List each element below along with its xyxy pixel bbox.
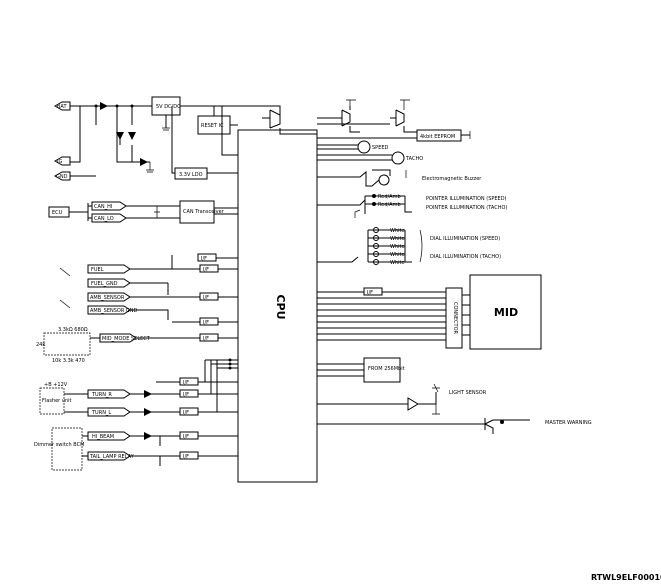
mid-mode-switch-box: [43, 332, 91, 356]
can-lo-label: CAN_LO: [94, 216, 114, 222]
dimmer-box: [51, 427, 83, 471]
flasher-box: [39, 387, 65, 415]
if-tail: I/F: [183, 454, 189, 460]
if-mid-mode: I/F: [203, 336, 209, 342]
buzzer: [378, 174, 390, 186]
flasher-label: Flasher unit: [42, 398, 72, 404]
bulb-label-5: White: [390, 260, 405, 266]
dial-illumination: White White White White White DIAL ILLUM…: [317, 227, 501, 266]
ig-label: IG: [57, 159, 62, 165]
fuel-gnd-label: FUEL_GND: [91, 281, 118, 287]
speed-motor: [357, 140, 371, 154]
turn-r-label: TURN_R: [91, 392, 112, 398]
if-turn-3: I/F: [183, 380, 189, 386]
amb-gnd-label: AMB_SENSOR GND: [90, 308, 138, 314]
turn-r-arrow: [87, 389, 131, 399]
bulb-label-3: White: [390, 244, 405, 250]
amb-gnd-arrow: [87, 305, 131, 315]
tacho-label: TACHO: [405, 156, 423, 162]
bulb-label-4: White: [390, 252, 405, 258]
dimmer-label: Dimmer switch BCM: [34, 442, 84, 448]
cpu-block: [237, 129, 318, 483]
ecu-label: ECU: [52, 210, 63, 216]
ecu-terminal: ECU: [48, 206, 70, 218]
fuel-arrow: [87, 264, 131, 274]
mid-label: MID: [494, 306, 518, 319]
reference-code: RTWL9ELF000101: [591, 573, 661, 582]
amb-sensor-label: AMB_SENSOR: [90, 295, 125, 301]
from-label: FROM 256Mbit: [368, 366, 405, 372]
mid-mode-label: MID_MODE SELECT: [102, 336, 151, 342]
fuel-gnd-arrow: [87, 278, 131, 288]
res-values: 3.3kΩ 680Ω: [58, 327, 88, 333]
pointer-tacho-label: POINTER ILLUMINATION (TACHO): [426, 205, 507, 211]
plus-12v-label: +B +12V: [44, 382, 68, 388]
eeprom-label: 4kbit EEPROM: [420, 134, 455, 140]
dcdc-label: 5V DC/DC: [156, 104, 181, 110]
mid-mode-arrow: [99, 333, 137, 343]
gnd-terminal: GND: [53, 171, 71, 181]
can-hi-label: CAN_HI: [94, 204, 112, 210]
bulb-label-2: White: [390, 236, 405, 242]
v24-label: 24k: [36, 342, 45, 348]
tail-lamp-arrow: [87, 451, 131, 461]
if-turn-r: I/F: [183, 392, 189, 398]
amb-sensor-arrow: [87, 292, 131, 302]
pointer-illumination: Red/Amb Red/Amb POINTER ILLUMINATION (SP…: [317, 194, 507, 218]
hi-beam-arrow: [87, 431, 131, 441]
dial-tacho-label: DIAL ILLUMINATION (TACHO): [430, 254, 501, 260]
speed-label: SPEED: [372, 145, 389, 151]
can-lo-arrow: [91, 213, 127, 223]
if-mid-mode-2: I/F: [203, 320, 209, 326]
bat-terminal: BAT: [53, 101, 71, 111]
res-values-2: 10k 3.3k 470: [52, 358, 85, 364]
bulb-label-1: White: [390, 228, 405, 234]
hi-beam-label: HI_BEAM: [92, 434, 114, 440]
mid-block: [469, 274, 542, 350]
can-hi-arrow: [91, 201, 127, 211]
tail-lamp-label: TAIL_LAMP RELAY: [89, 454, 135, 460]
if-amb: I/F: [203, 295, 209, 301]
can-transceiver-label: CAN Transceiver: [183, 209, 225, 215]
led-label-1: Red/Amb: [378, 194, 401, 200]
if-hi-beam: I/F: [183, 434, 189, 440]
if-turn-l: I/F: [183, 410, 189, 416]
if-mid: I/F: [367, 290, 373, 296]
connector-block: [445, 287, 463, 349]
led-label-2: Red/Amb: [378, 202, 401, 208]
connector-label: CONNECTOR: [452, 302, 458, 335]
master-warning-label: MASTER WARNING: [545, 420, 592, 426]
pointer-speed-label: POINTER ILLUMINATION (SPEED): [426, 196, 507, 202]
buzzer-label: Electromagnetic Buzzer: [422, 176, 482, 182]
if-fuel: I/F: [203, 267, 209, 273]
tacho-motor: [391, 151, 405, 165]
ldo-label: 3.3V LDO: [179, 172, 203, 178]
turn-l-label: TURN_L: [91, 410, 111, 416]
bat-label: BAT: [57, 104, 67, 110]
reset-ic-label: RESET IC: [201, 123, 224, 129]
dial-speed-label: DIAL ILLUMINATION (SPEED): [430, 236, 500, 242]
fuel-label: FUEL: [91, 267, 104, 273]
light-sensor-label: LIGHT SENSOR: [449, 390, 487, 396]
if-fuel-2: I/F: [201, 256, 207, 262]
can-transceiver-block: [179, 200, 215, 224]
turn-l-arrow: [87, 407, 131, 417]
gnd-label: GND: [56, 174, 68, 180]
ig-terminal: IG: [53, 156, 71, 166]
cpu-label: CPU: [274, 294, 287, 319]
